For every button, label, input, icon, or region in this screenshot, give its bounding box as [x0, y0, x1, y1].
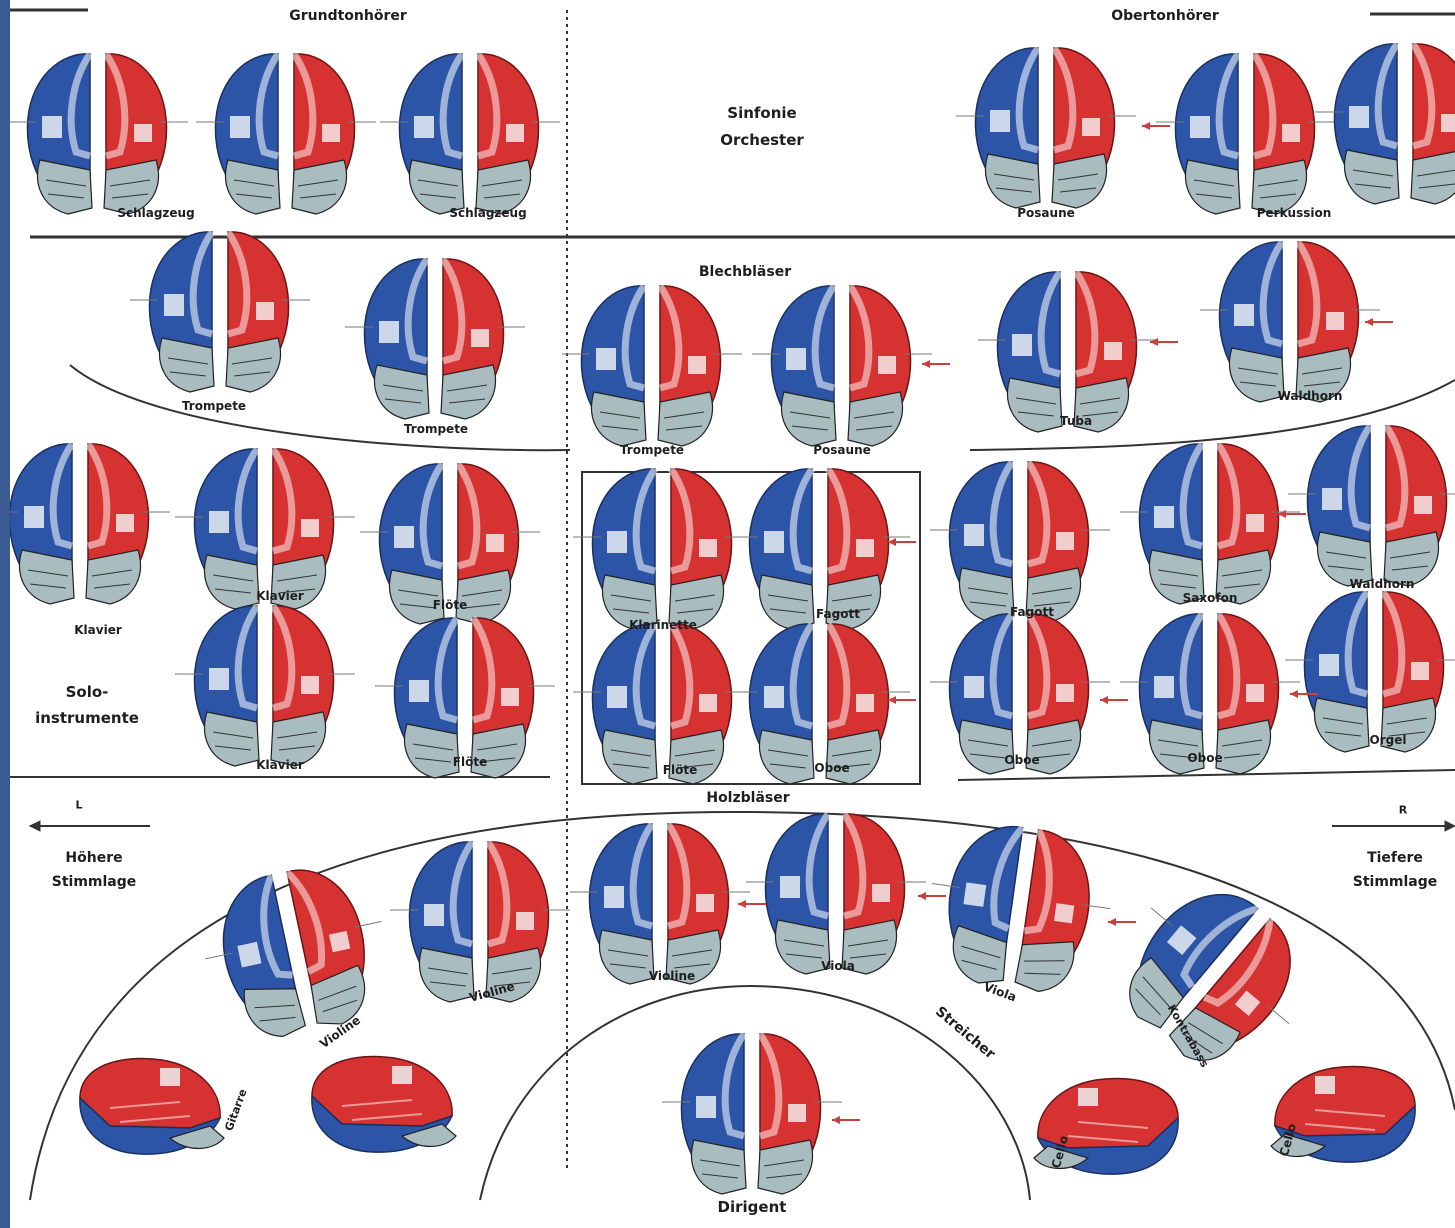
- label-drums-2: Schlagzeug: [449, 206, 526, 220]
- label-trumpet-3: Trompete: [620, 443, 684, 457]
- label-violin-3: Violine: [649, 969, 695, 983]
- axis-right-letter: R: [1399, 804, 1407, 817]
- label-solo-line1: Solo-: [66, 683, 109, 701]
- label-trumpet-1: Trompete: [182, 399, 246, 413]
- label-trombone-top: Posaune: [1017, 206, 1075, 220]
- label-percussion: Perkussion: [1257, 206, 1332, 220]
- label-oboe-1: Oboe: [814, 761, 849, 775]
- label-conductor: Dirigent: [718, 1198, 787, 1216]
- label-flute-3: Flöte: [663, 763, 697, 777]
- label-organ: Orgel: [1370, 733, 1407, 747]
- label-solo-line2: instrumente: [35, 709, 139, 727]
- label-symphony-line1: Sinfonie: [727, 104, 796, 122]
- label-tuba: Tuba: [1060, 414, 1092, 428]
- label-bassoon-2: Fagott: [1010, 605, 1054, 619]
- label-horn-1: Waldhorn: [1278, 389, 1343, 403]
- label-trumpet-2: Trompete: [404, 422, 468, 436]
- label-flute-1: Flöte: [433, 598, 467, 612]
- header-overtone-listeners: Obertonhörer: [1111, 8, 1219, 24]
- label-piano-1: Klavier: [74, 623, 122, 637]
- axis-lower-voice-line1: Tiefere: [1367, 850, 1423, 866]
- header-brass-section: Blechbläser: [699, 264, 791, 280]
- label-flute-2: Flöte: [453, 755, 487, 769]
- label-oboe-2: Oboe: [1004, 753, 1039, 767]
- axis-higher-voice-line2: Stimmlage: [52, 874, 137, 890]
- label-viola-1: Viola: [821, 959, 855, 973]
- label-piano-2: Klavier: [256, 589, 304, 603]
- header-fundamental-listeners: Grundtonhörer: [289, 8, 407, 24]
- axis-higher-voice-line1: Höhere: [65, 850, 122, 866]
- brain-diagrams: [10, 44, 1455, 1194]
- label-symphony-line2: Orchester: [720, 131, 804, 149]
- axis-left-letter: L: [75, 799, 82, 812]
- label-horn-2: Waldhorn: [1350, 577, 1415, 591]
- axis-lower-voice-line2: Stimmlage: [1353, 874, 1438, 890]
- label-clarinet: Klarinette: [629, 618, 697, 632]
- label-drums-1: Schlagzeug: [117, 206, 194, 220]
- diagram-artwork: [10, 0, 1455, 1228]
- header-woodwind-section: Holzbläser: [706, 790, 789, 806]
- label-bassoon-1: Fagott: [816, 607, 860, 621]
- diagram-canvas: Grundtonhörer Obertonhörer Sinfonie Orch…: [10, 0, 1455, 1228]
- label-oboe-3: Oboe: [1187, 751, 1222, 765]
- label-piano-3: Klavier: [256, 758, 304, 772]
- label-trombone-2: Posaune: [813, 443, 871, 457]
- label-saxophone: Saxofon: [1183, 591, 1238, 605]
